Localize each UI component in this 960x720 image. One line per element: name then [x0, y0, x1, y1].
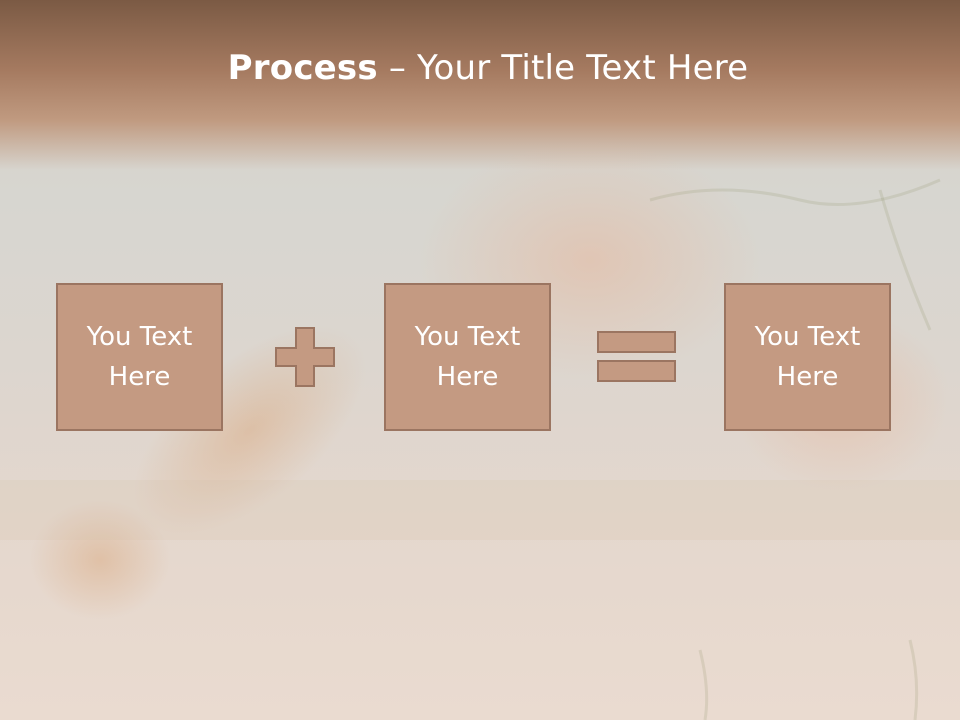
title-rest: Your Title Text Here [417, 48, 749, 88]
process-box-2[interactable]: You Text Here [384, 283, 551, 431]
process-box-3[interactable]: You Text Here [724, 283, 891, 431]
plant-strands [649, 178, 941, 720]
slide-title: Process – Your Title Text Here [0, 48, 960, 88]
title-separator: – [377, 48, 418, 88]
small-fish-tail-shape [30, 500, 170, 620]
process-box-2-text: You Text Here [414, 322, 521, 392]
plus-icon [275, 327, 335, 387]
process-box-3-text: You Text Here [754, 322, 861, 392]
process-box-1[interactable]: You Text Here [56, 283, 223, 431]
process-box-1-text: You Text Here [86, 322, 193, 392]
title-bold: Process [227, 48, 378, 88]
equals-icon [597, 331, 676, 382]
